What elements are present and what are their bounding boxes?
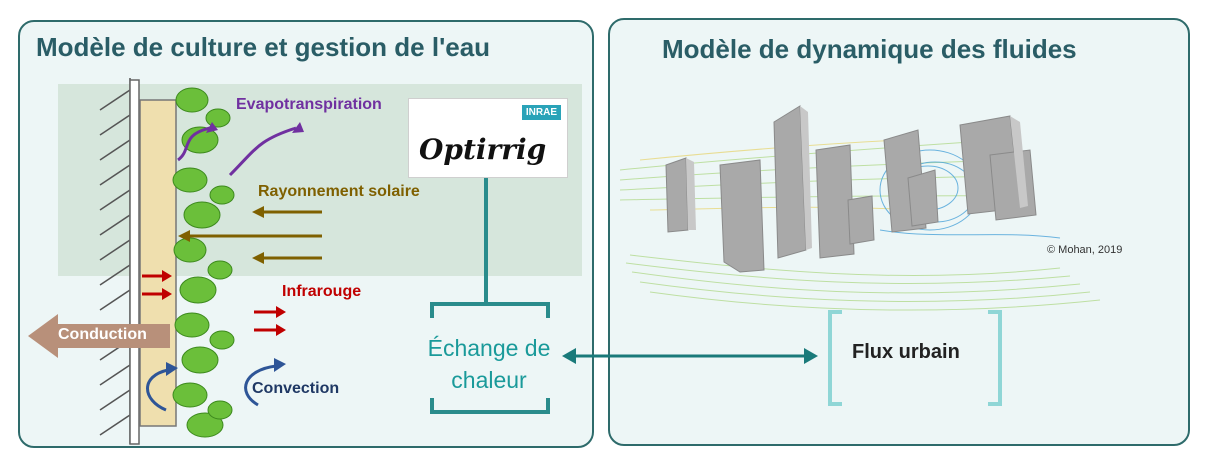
left-panel-title: Modèle de culture et gestion de l'eau — [36, 32, 491, 62]
inrae-badge: INRAE — [521, 105, 561, 120]
flux-bracket — [828, 310, 1002, 406]
urban-flux-label: Flux urbain — [852, 341, 960, 363]
right-panel-title: Modèle de dynamique des fluides — [662, 34, 1077, 64]
right-panel — [608, 18, 1190, 446]
evapotranspiration-label: Evapotranspiration — [236, 96, 382, 113]
solar-radiation-label: Rayonnement solaire — [258, 183, 420, 200]
optirrig-logo-text: Optirrig — [419, 133, 547, 166]
conduction-label: Conduction — [58, 326, 147, 343]
heat-exchange-label: Échange de chaleur — [414, 332, 564, 396]
connector-line — [430, 178, 550, 414]
evapotranspiration-arrows — [177, 126, 297, 177]
substrate-layer — [139, 99, 177, 427]
copyright-label: © Mohan, 2019 — [1047, 244, 1123, 256]
wall-edge — [129, 79, 140, 445]
infrared-arrows — [142, 274, 276, 332]
heat-exchange-line2: chaleur — [451, 367, 527, 393]
conduction-arrow — [28, 314, 170, 358]
buildings-cfd-icon — [619, 105, 1101, 311]
optirrig-logo: INRAE Optirrig — [408, 98, 568, 178]
solar-arrows — [186, 210, 322, 260]
infrared-label: Infrarouge — [282, 283, 362, 300]
convection-arrows — [146, 364, 277, 412]
plant-leaves-icon — [172, 87, 235, 438]
convection-label: Convection — [252, 380, 340, 397]
heat-exchange-line1: Échange de — [427, 335, 551, 361]
